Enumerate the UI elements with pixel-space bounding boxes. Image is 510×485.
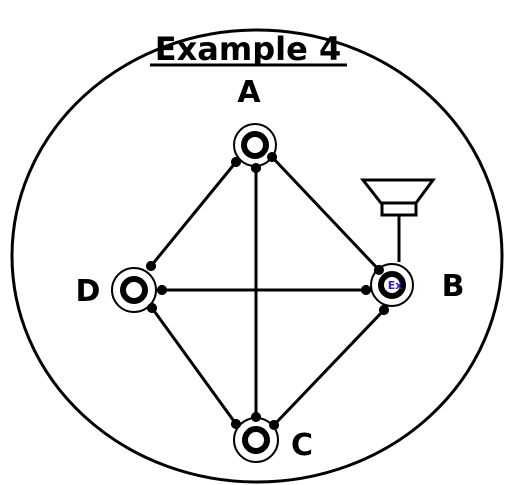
connector-dot (231, 157, 241, 167)
connector-dot (269, 420, 279, 430)
connector-dot (231, 419, 241, 429)
edge-d-c (150, 307, 238, 425)
connector-dot (146, 261, 156, 271)
edge-a-d (149, 161, 238, 267)
node-b[interactable]: Ex (361, 263, 414, 315)
node-c-inner-ring (242, 426, 270, 454)
speaker-icon (359, 178, 436, 262)
node-b-ex-badge: Ex (388, 279, 403, 292)
node-a-inner-ring (241, 131, 269, 159)
connector-dot (157, 285, 167, 295)
node-b-label: B (442, 269, 465, 304)
connector-dot (147, 303, 157, 313)
connector-dot (251, 163, 261, 173)
node-a-label: A (237, 75, 261, 110)
node-d-inner-ring (120, 276, 148, 304)
node-a[interactable] (231, 123, 277, 173)
node-c[interactable] (231, 412, 279, 463)
connector-dot (379, 305, 389, 315)
edge-b-c (272, 308, 386, 427)
connector-dot (267, 152, 277, 162)
node-c-label: C (291, 428, 313, 463)
diagram-title: Example 4 (155, 30, 341, 68)
connector-dot (361, 285, 371, 295)
connector-dot (251, 412, 261, 422)
edges (149, 155, 386, 427)
node-d[interactable] (111, 261, 167, 313)
outer-circle (10, 28, 504, 484)
connector-dot (374, 265, 384, 275)
node-b-inner-ring (378, 271, 406, 299)
edge-a-b (270, 155, 381, 272)
node-d-label: D (76, 274, 101, 309)
